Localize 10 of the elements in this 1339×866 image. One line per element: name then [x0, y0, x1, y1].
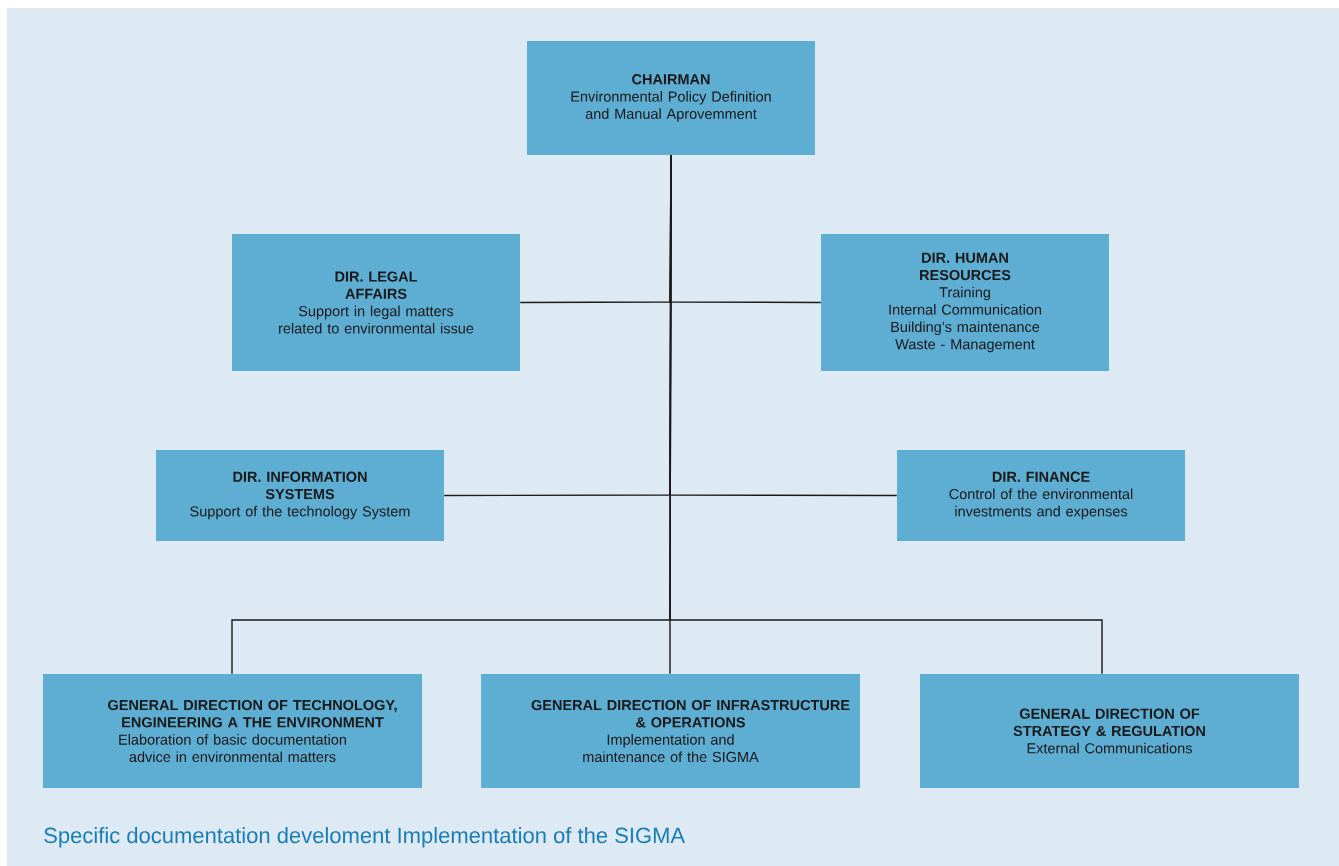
caption: Specific documentation develoment Implementation of the SIGMA	[44, 827, 686, 848]
org-box: GENERAL DIRECTION OF TECHNOLOGY, ENGINEERING A THE ENVIRONMENT Elaboration of basic documentation advice in environmental matters	[43, 674, 422, 788]
org-box: CHAIRMAN Environmental Policy Definition and Manual Aprovemment	[527, 41, 815, 155]
org-box: DIR. LEGAL AFFAIRS Support in legal matters related to environmental issue	[232, 234, 520, 371]
org-box: DIR. INFORMATION SYSTEMS Support of the technology System	[156, 450, 444, 541]
org-box: DIR. HUMAN RESOURCES Training Internal Communication Building’s maintenance Waste - Management	[821, 234, 1109, 371]
connector-line	[669, 154, 1103, 675]
org-box: GENERAL DIRECTION OF INFRASTRUCTURE & OPERATIONS Implementation and maintenance of the SIGMA	[481, 674, 860, 788]
org-box: GENERAL DIRECTION OF STRATEGY & REGULATION External Communications	[920, 674, 1299, 788]
org-box: DIR. FINANCE Control of the environmental investments and expenses	[897, 450, 1185, 541]
